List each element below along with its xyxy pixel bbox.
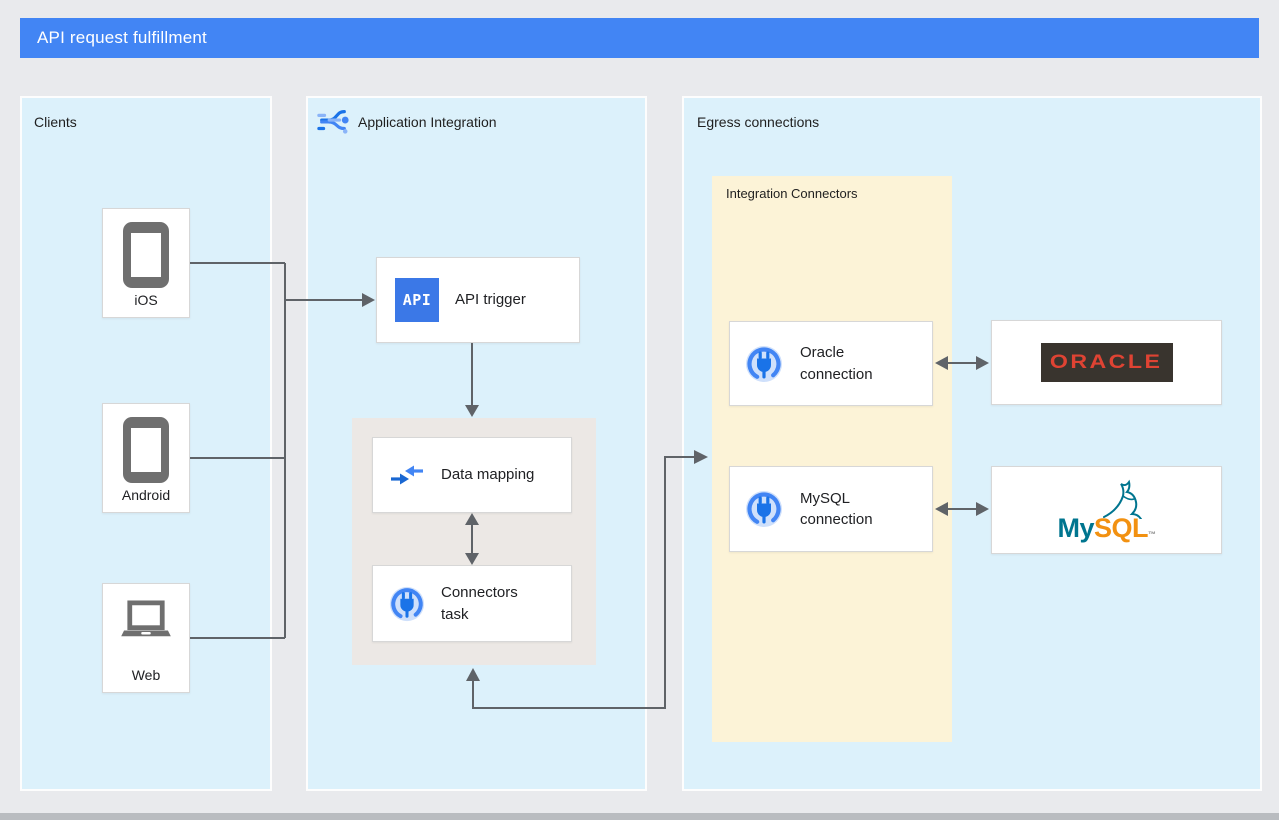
integration-connectors-panel bbox=[712, 176, 952, 742]
application-integration-icon bbox=[317, 109, 349, 134]
connector-plug-icon bbox=[744, 489, 784, 529]
web-label: Web bbox=[131, 667, 161, 683]
oracle-connection-label: Oracle connection bbox=[800, 344, 873, 383]
mysql-dolphin-icon bbox=[1102, 479, 1142, 519]
integration-connectors-label: Integration Connectors bbox=[726, 186, 858, 201]
oracle-logo: ORACLE bbox=[1040, 343, 1173, 382]
application-integration-panel-label: Application Integration bbox=[358, 114, 497, 130]
diagram-title-bar: API request fulfillment bbox=[20, 18, 1259, 58]
window-bottom-edge bbox=[0, 813, 1279, 820]
ios-label: iOS bbox=[134, 292, 158, 308]
android-label: Android bbox=[121, 487, 171, 503]
api-trigger-node: API API trigger bbox=[376, 257, 580, 343]
oracle-logo-text: ORACLE bbox=[1050, 351, 1163, 373]
oracle-connection-node: Oracle connection bbox=[729, 321, 933, 406]
mysql-logo: MySQL™ bbox=[1057, 479, 1156, 543]
oracle-logo-card: ORACLE bbox=[991, 320, 1222, 405]
data-mapping-arrows-icon bbox=[391, 465, 423, 485]
api-trigger-label: API trigger bbox=[455, 291, 526, 309]
mysql-connection-label: MySQL connection bbox=[800, 489, 873, 528]
clients-panel-label: Clients bbox=[34, 114, 77, 130]
connectors-task-label: Connectors task bbox=[441, 584, 518, 623]
mysql-logo-text: MySQL™ bbox=[1057, 512, 1156, 543]
android-client-card: Android bbox=[102, 403, 190, 513]
phone-icon bbox=[123, 222, 169, 288]
connector-plug-icon bbox=[744, 344, 784, 384]
connector-plug-icon bbox=[388, 585, 426, 623]
connectors-task-node: Connectors task bbox=[372, 565, 572, 642]
ios-client-card: iOS bbox=[102, 208, 190, 318]
data-mapping-node: Data mapping bbox=[372, 437, 572, 513]
diagram-title: API request fulfillment bbox=[37, 28, 207, 47]
mysql-connection-node: MySQL connection bbox=[729, 466, 933, 552]
egress-connections-panel-label: Egress connections bbox=[697, 114, 820, 130]
data-mapping-label: Data mapping bbox=[441, 466, 535, 484]
mysql-logo-card: MySQL™ bbox=[991, 466, 1222, 554]
laptop-icon bbox=[121, 600, 171, 637]
phone-icon bbox=[123, 417, 169, 483]
api-icon: API bbox=[395, 278, 439, 322]
web-client-card: Web bbox=[102, 583, 190, 693]
